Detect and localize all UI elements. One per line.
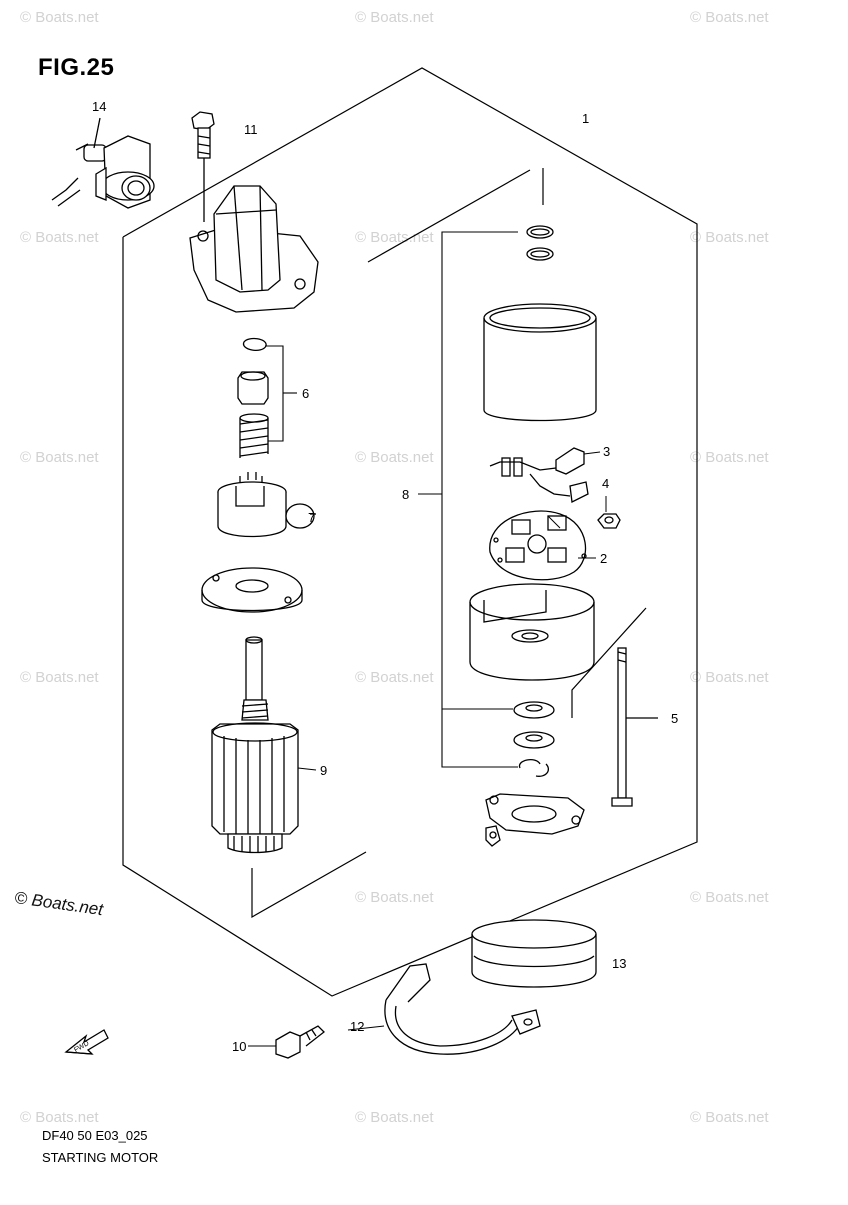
watermark: © Boats.net [355, 9, 434, 26]
bolt-part [191, 111, 215, 222]
figure-title: FIG.25 [38, 54, 115, 81]
through-bolt-part [611, 647, 658, 807]
clip-collar-spring [237, 337, 269, 458]
group-brackets [265, 231, 518, 768]
washer-plate-part [201, 567, 303, 613]
nut-part [597, 513, 621, 529]
callout-7: 7 [308, 510, 315, 525]
o-ring-part [526, 225, 554, 261]
armature-part [211, 636, 299, 854]
watermark: © Boats.net [690, 9, 769, 26]
figure-caption: STARTING MOTOR [42, 1150, 159, 1165]
watermark: © Boats.net [20, 449, 99, 466]
callouts: 1 2 3 4 5 6 7 8 9 10 11 12 13 14 FWD [73, 99, 678, 1054]
callout-4: 4 [602, 476, 609, 491]
callout-2: 2 [600, 551, 607, 566]
callout-8: 8 [402, 487, 409, 502]
callout-1: 1 [582, 111, 589, 126]
watermark: © Boats.net [690, 229, 769, 246]
assembly-outline [122, 67, 698, 997]
watermark: © Boats.net [690, 1109, 769, 1126]
pinion-clutch-part [217, 472, 316, 538]
front-bracket-part [189, 185, 319, 313]
watermark: © Boats.net [20, 1109, 99, 1126]
watermark: © Boats.net [355, 229, 434, 246]
watermark: © Boats.net [20, 229, 99, 246]
callout-6: 6 [302, 386, 309, 401]
leader-lines [248, 451, 607, 1047]
callout-5: 5 [671, 711, 678, 726]
clamp-strap-part [384, 963, 541, 1055]
callout-3: 3 [603, 444, 610, 459]
end-frame-part [469, 583, 595, 681]
bolt-part [275, 1025, 325, 1059]
washer-part [513, 701, 555, 777]
callout-13: 13 [612, 956, 626, 971]
brush-lead-part [489, 447, 589, 503]
rear-cover-part [485, 793, 585, 847]
watermark: © Boats.net [20, 9, 99, 26]
watermark: © Boats.net [690, 669, 769, 686]
watermark: © Boats.net [355, 449, 434, 466]
watermark: © Boats.net [690, 449, 769, 466]
yoke-housing-part [483, 303, 597, 422]
watermark: © Boats.net [355, 1109, 434, 1126]
watermarks: © Boats.net © Boats.net © Boats.net © Bo… [20, 9, 769, 1126]
callout-11: 11 [244, 122, 258, 137]
callout-10: 10 [232, 1039, 246, 1054]
callout-12: 12 [350, 1019, 364, 1034]
forward-arrow-icon [64, 1029, 109, 1055]
callout-14: 14 [92, 99, 106, 114]
watermark: © Boats.net [690, 889, 769, 906]
band-part [471, 919, 597, 988]
watermark: © Boats.net [355, 889, 434, 906]
callout-9: 9 [320, 763, 327, 778]
brush-holder-part [489, 510, 587, 581]
watermark: © Boats.net [20, 669, 99, 686]
model-code: DF40 50 E03_025 [42, 1128, 148, 1143]
starter-relay-part [51, 117, 155, 209]
watermark: © Boats.net [355, 669, 434, 686]
